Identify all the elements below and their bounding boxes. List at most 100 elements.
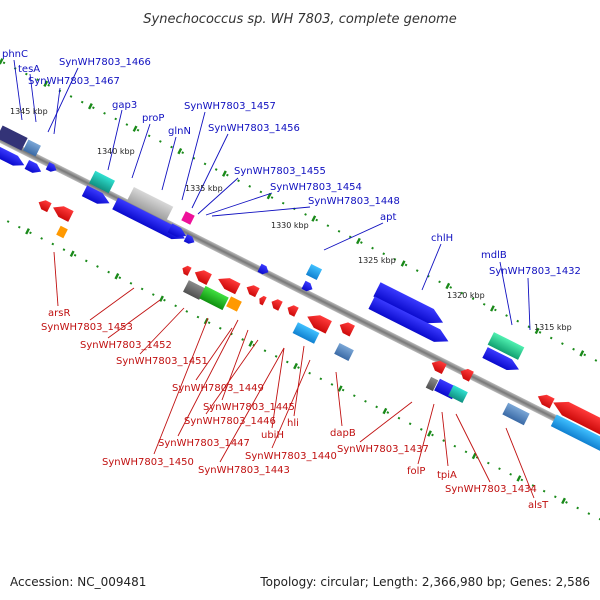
leader-line bbox=[13, 59, 23, 121]
tick-dot bbox=[73, 253, 77, 257]
gene-arrow-forward bbox=[81, 185, 110, 204]
major-tick bbox=[0, 58, 4, 65]
tick-dot bbox=[2, 61, 6, 65]
gene-label[interactable]: glnN bbox=[168, 126, 191, 137]
tick-dot bbox=[326, 224, 330, 228]
tick-dot bbox=[51, 242, 55, 246]
gene-label[interactable]: SynWH7803_1446 bbox=[184, 416, 276, 427]
gene-label[interactable]: SynWH7803_1445 bbox=[203, 402, 295, 413]
leader-line bbox=[335, 371, 343, 427]
tick-dot bbox=[531, 484, 535, 487]
gene-label[interactable]: SynWH7803_1452 bbox=[80, 340, 172, 351]
gene-arrow-reverse bbox=[271, 299, 283, 311]
gene-box bbox=[448, 385, 468, 403]
tick-dot bbox=[36, 78, 39, 81]
gene-label[interactable]: SynWH7803_1455 bbox=[234, 166, 326, 177]
gene-label[interactable]: SynWH7803_1434 bbox=[445, 484, 537, 495]
gene-label[interactable]: mdlB bbox=[481, 250, 507, 261]
tick-dot bbox=[125, 123, 129, 126]
gene-label[interactable]: hli bbox=[287, 418, 299, 429]
gene-label[interactable]: SynWH7803_1432 bbox=[489, 266, 581, 277]
leader-line bbox=[205, 192, 273, 216]
gene-arrow-forward bbox=[45, 162, 57, 172]
gene-label[interactable]: SynWH7803_1437 bbox=[337, 444, 429, 455]
tick-dot bbox=[375, 405, 378, 409]
gene-label[interactable]: gap3 bbox=[112, 100, 137, 111]
label-leaders bbox=[13, 59, 535, 499]
gene-label[interactable]: proP bbox=[142, 113, 164, 124]
gene-arrow-reverse bbox=[38, 200, 52, 213]
leader-line bbox=[181, 111, 206, 201]
gene-label[interactable]: apt bbox=[380, 212, 396, 223]
tick-dot bbox=[69, 95, 73, 98]
tick-dot bbox=[174, 304, 177, 308]
tick-dot bbox=[207, 321, 211, 324]
gene-label[interactable]: SynWH7803_1450 bbox=[102, 457, 194, 468]
major-tick bbox=[490, 305, 495, 312]
gene-arrow-reverse bbox=[553, 401, 600, 437]
tick-dot bbox=[576, 506, 579, 510]
tick-dot bbox=[62, 248, 66, 251]
gene-label[interactable]: tesA bbox=[18, 64, 40, 75]
gene-label[interactable]: SynWH7803_1454 bbox=[270, 182, 362, 193]
gene-label[interactable]: chlH bbox=[431, 233, 453, 244]
tick-dot bbox=[47, 83, 51, 87]
gene-label[interactable]: SynWH7803_1456 bbox=[208, 123, 300, 134]
tick-dot bbox=[237, 179, 240, 183]
major-tick bbox=[114, 273, 120, 280]
gene-label[interactable]: SynWH7803_1457 bbox=[184, 101, 276, 112]
kbp-label: 1340 kbp bbox=[97, 147, 135, 156]
gene-label[interactable]: ubiH bbox=[261, 430, 284, 441]
tick-dot bbox=[505, 314, 508, 317]
backbone bbox=[0, 93, 600, 487]
leader-line bbox=[211, 206, 311, 217]
leader-line bbox=[421, 243, 442, 291]
gene-box bbox=[487, 332, 525, 360]
gene-arrow-reverse bbox=[537, 394, 555, 409]
gene-label[interactable]: SynWH7803_1440 bbox=[245, 451, 337, 462]
gene-label[interactable]: dapB bbox=[330, 428, 356, 439]
gene-arrow-forward bbox=[368, 296, 449, 342]
gene-label[interactable]: phnC bbox=[2, 49, 28, 60]
tick-dot bbox=[274, 355, 278, 358]
gene-box bbox=[89, 170, 115, 194]
gene-box bbox=[126, 186, 174, 222]
leader-line bbox=[271, 347, 285, 429]
bottom-labels: arsR SynWH7803_1453 SynWH7803_1452 SynWH… bbox=[41, 308, 549, 511]
gene-label[interactable]: SynWH7803_1449 bbox=[172, 383, 264, 394]
tick-dot bbox=[214, 168, 218, 171]
leader-line bbox=[455, 413, 491, 483]
major-tick bbox=[43, 80, 49, 87]
gene-label[interactable]: alsT bbox=[528, 500, 549, 511]
tick-dot bbox=[408, 422, 412, 426]
leader-line bbox=[131, 123, 151, 179]
gene-label[interactable]: folP bbox=[407, 466, 425, 477]
major-tick bbox=[516, 475, 522, 482]
gene-label[interactable]: SynWH7803_1447 bbox=[158, 438, 250, 449]
tick-dot bbox=[218, 326, 222, 330]
major-tick bbox=[132, 125, 138, 132]
gene-label[interactable]: arsR bbox=[48, 308, 70, 319]
kbp-label: 1335 kbp bbox=[185, 184, 223, 193]
gene-label[interactable]: SynWH7803_1448 bbox=[308, 196, 400, 207]
gene-label[interactable]: SynWH7803_1467 bbox=[28, 76, 120, 87]
gene-label[interactable]: SynWH7803_1466 bbox=[59, 57, 151, 68]
gene-box bbox=[305, 263, 323, 281]
leader-line bbox=[527, 277, 531, 331]
kbp-label: 1345 kbp bbox=[10, 107, 48, 116]
major-tick bbox=[561, 497, 566, 505]
gene-label[interactable]: SynWH7803_1451 bbox=[116, 356, 208, 367]
tick-dot bbox=[352, 394, 356, 398]
gene-label[interactable]: SynWH7803_1443 bbox=[198, 465, 290, 476]
tick-dot bbox=[386, 411, 390, 414]
tick-dot bbox=[587, 512, 591, 515]
leader-line bbox=[177, 319, 239, 437]
leader-line bbox=[221, 329, 249, 401]
leader-line bbox=[323, 222, 384, 251]
genome-summary-text: Topology: circular; Length: 2,366,980 bp… bbox=[259, 575, 590, 589]
gene-label[interactable]: SynWH7803_1453 bbox=[41, 322, 133, 333]
tick-dot bbox=[147, 134, 151, 138]
leader-line bbox=[47, 67, 79, 133]
gene-label[interactable]: tpiA bbox=[437, 470, 457, 481]
tick-dot bbox=[453, 444, 457, 448]
